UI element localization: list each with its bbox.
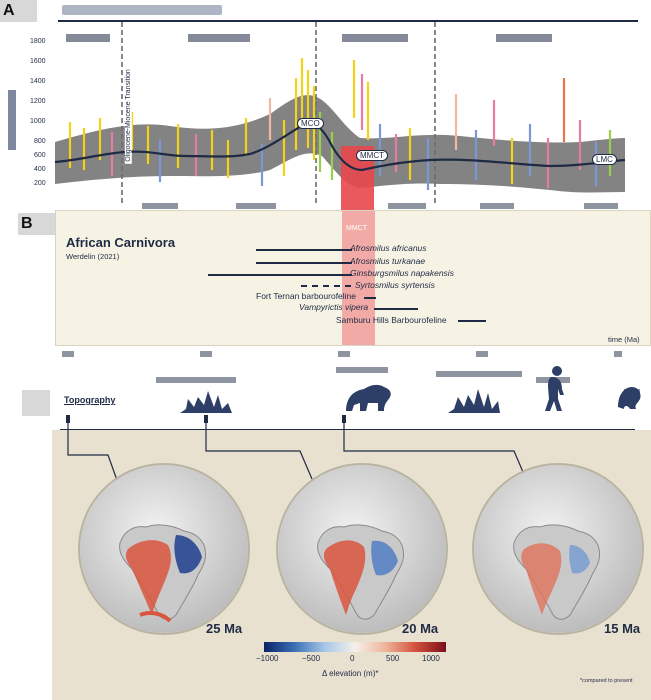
- colorbar-label: Δ elevation (m)*: [322, 669, 379, 678]
- panel-a-header-line: [58, 20, 638, 22]
- colorbar-tick-0: 0: [350, 654, 355, 663]
- globe-label-15ma: 15 Ma: [604, 621, 641, 636]
- taxon-samburu-hills-barbourofeline: Samburu Hills Barbourofeline: [336, 315, 447, 325]
- grassland-silhouette-2-icon: [448, 389, 500, 413]
- timescale-blur-2: [200, 351, 212, 357]
- panel-b-subtitle: Werdelin (2021): [66, 252, 120, 261]
- taxon-afrosmilus-africanus: Afrosmilus africanus: [350, 243, 427, 253]
- panel-letter-b: B: [18, 213, 55, 235]
- mmct-band-b: [342, 211, 375, 345]
- taxon-fort-ternan-barbourofeline: Fort Ternan barbourofeline: [256, 291, 357, 301]
- elevation-colorbar: [264, 642, 446, 652]
- bear-dog-silhouette-icon: [346, 384, 391, 411]
- co2-plot-svg: [8, 22, 626, 210]
- panel-letter-a: A: [0, 0, 37, 22]
- timescale-blur-3: [338, 351, 350, 357]
- taxon-ginsburgsmilus-napakensis: Ginsburgsmilus napakensis: [350, 268, 454, 278]
- colorbar-ticks: −1000 −500 0 500 1000: [256, 654, 452, 664]
- panel-b-african-carnivora: MMCT African Carnivora Werdelin (2021) A…: [55, 210, 651, 346]
- panel-letter-c-box: [22, 390, 50, 416]
- panel-b-title: African Carnivora: [66, 235, 176, 250]
- mco-annotation: MCO: [297, 118, 324, 129]
- globe-15ma: [474, 465, 642, 633]
- taxon-vampyrictis-vipera: Vampyrictis vipera: [299, 302, 369, 312]
- y-tick-400: 400: [34, 166, 46, 173]
- event-blur-1: [156, 377, 236, 383]
- panel-a-header-blur: [62, 5, 222, 15]
- panel-c-topography: Topography: [0, 355, 651, 700]
- mmct-annotation: MMCT: [356, 150, 388, 161]
- timescale-blur-5: [614, 351, 622, 357]
- y-tick-800: 800: [34, 138, 46, 145]
- stage-name-blur-3: [388, 203, 426, 209]
- oligocene-miocene-transition-label: Oligocene-Miocene Transition: [124, 67, 132, 164]
- y-tick-1600: 1600: [30, 58, 46, 65]
- epoch-name-blur-2: [188, 34, 250, 42]
- colorbar-footnote: *compared to present: [580, 678, 633, 684]
- panel-a-co2-chart: 1800 1600 1400 1200 1000 800 600 400 200…: [0, 0, 651, 210]
- co2-mean-curve: [54, 122, 626, 172]
- epoch-name-blur-4: [496, 34, 552, 42]
- connector-lines: [66, 415, 527, 484]
- taxon-afrosmilus-turkanae: Afrosmilus turkanae: [350, 256, 426, 266]
- stage-name-blur-1: [142, 203, 178, 209]
- co2-uncertainty-band: [55, 95, 625, 193]
- y-tick-200: 200: [34, 180, 46, 187]
- globe-20ma: [278, 465, 446, 633]
- topography-label: Topography: [64, 395, 116, 405]
- grassland-silhouette-1-icon: [180, 391, 232, 413]
- colorbar-tick-neg1000: −1000: [256, 654, 279, 663]
- range-ginsburgsmilus: [208, 274, 352, 276]
- colorbar-tick-500: 500: [386, 654, 400, 663]
- ape-silhouette-icon: [618, 387, 641, 409]
- stage-name-blur-4: [480, 203, 514, 209]
- epoch-name-blur-3: [342, 34, 408, 42]
- stage-name-blur-2: [236, 203, 276, 209]
- range-samburu-hills: [458, 320, 486, 322]
- y-tick-1000: 1000: [30, 118, 46, 125]
- lmc-annotation: LMC: [592, 154, 617, 165]
- timescale-blur-4: [476, 351, 488, 357]
- y-tick-600: 600: [34, 152, 46, 159]
- timescale-blur-1: [62, 351, 74, 357]
- globe-label-20ma: 20 Ma: [402, 621, 439, 636]
- y-tick-1800: 1800: [30, 38, 46, 45]
- panel-b-time-label: time (Ma): [608, 335, 640, 344]
- epoch-name-blur-1: [66, 34, 110, 42]
- y-axis-label-blur: [8, 90, 16, 150]
- colorbar-tick-1000: 1000: [422, 654, 440, 663]
- range-vampyrictis: [374, 308, 418, 310]
- globe-25ma: [80, 465, 248, 633]
- range-fort-ternan: [364, 297, 376, 299]
- event-blur-3: [436, 371, 522, 377]
- colorbar-tick-neg500: −500: [302, 654, 321, 663]
- globe-label-25ma: 25 Ma: [206, 621, 243, 636]
- event-blur-2: [336, 367, 388, 373]
- y-tick-1400: 1400: [30, 78, 46, 85]
- range-afrosmilus-africanus: [256, 249, 352, 251]
- taxon-syrtosmilus-syrtensis: Syrtosmilus syrtensis: [355, 280, 435, 290]
- hominid-silhouette-icon: [545, 366, 564, 411]
- y-tick-1200: 1200: [30, 98, 46, 105]
- range-syrtosmilus: [301, 285, 351, 287]
- mmct-band-b-label: MMCT: [346, 225, 367, 232]
- stage-name-blur-5: [584, 203, 618, 209]
- range-afrosmilus-turkanae: [256, 262, 352, 264]
